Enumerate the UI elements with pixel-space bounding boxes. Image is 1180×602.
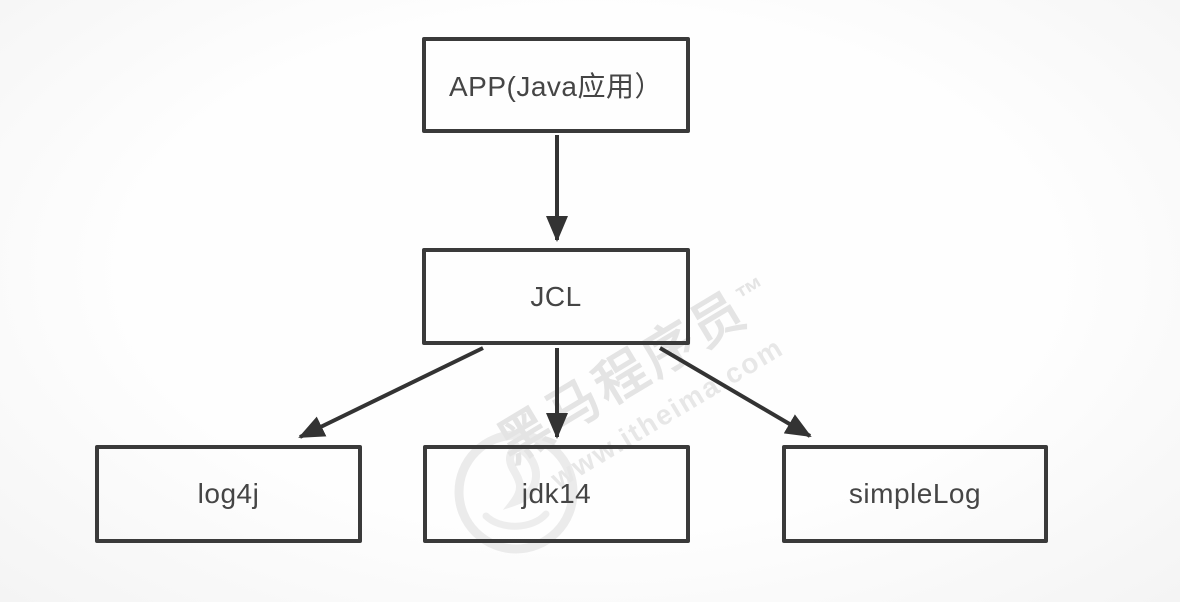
- node-jdk14: jdk14: [423, 445, 690, 543]
- node-app-java-label: APP(Java应用）: [449, 71, 663, 102]
- node-simplelog-label: simpleLog: [848, 478, 982, 509]
- node-jcl: JCL: [422, 248, 690, 345]
- node-log4j: log4j: [95, 445, 362, 543]
- edge-jcl-simplelog: [658, 346, 812, 438]
- node-app-java: APP(Java应用）: [422, 37, 690, 133]
- watermark-trademark: ™: [731, 271, 774, 315]
- node-jdk14-label: jdk14: [521, 478, 592, 509]
- node-jcl-label: JCL: [530, 280, 582, 312]
- node-simplelog: simpleLog: [782, 445, 1048, 543]
- edge-jcl-log4j: [298, 346, 484, 439]
- node-log4j-label: log4j: [197, 478, 260, 509]
